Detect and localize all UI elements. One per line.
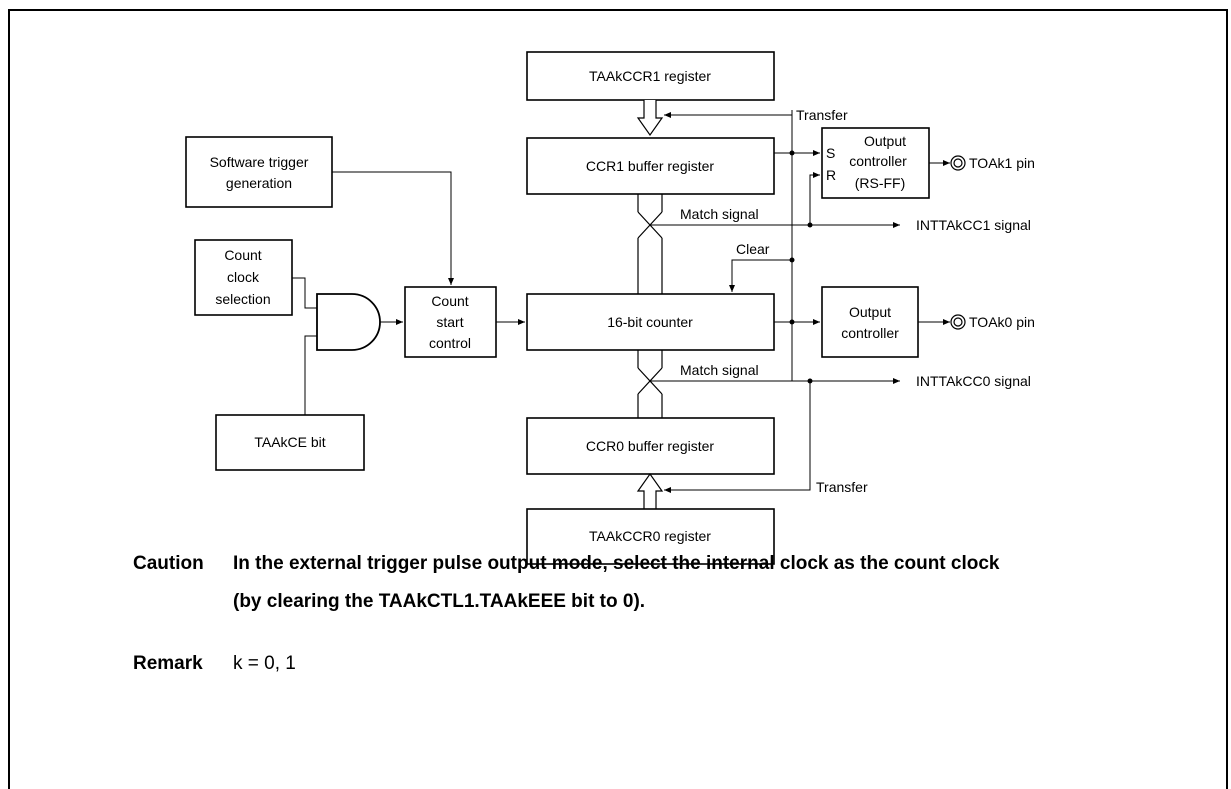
svg-text:S: S xyxy=(826,145,835,161)
svg-text:controller: controller xyxy=(841,325,899,341)
output-controller-0-block: Output controller xyxy=(821,286,919,358)
svg-text:TAAkCCR0 register: TAAkCCR0 register xyxy=(589,528,711,544)
toak1-pin-label: TOAk1 pin xyxy=(969,155,1035,171)
svg-text:controller: controller xyxy=(849,153,907,169)
svg-text:generation: generation xyxy=(226,175,292,191)
svg-text:(RS-FF): (RS-FF) xyxy=(855,175,906,191)
output-controller-rsff-block: Output controller (RS-FF) S R xyxy=(821,127,930,199)
count-clock-selection-block: Count clock selection xyxy=(194,239,293,316)
svg-text:R: R xyxy=(826,167,836,183)
toak1-pin-icon xyxy=(950,155,966,171)
counter-16bit-block: 16-bit counter xyxy=(526,293,775,351)
transfer-bottom-label: Transfer xyxy=(816,479,868,495)
taakccr1-register-block: TAAkCCR1 register xyxy=(526,51,775,101)
svg-text:CCR1 buffer register: CCR1 buffer register xyxy=(586,158,714,174)
transfer-arrow-top xyxy=(636,100,664,137)
svg-text:CCR0 buffer register: CCR0 buffer register xyxy=(586,438,714,454)
toak0-pin-label: TOAk0 pin xyxy=(969,314,1035,330)
svg-text:Output: Output xyxy=(864,133,906,149)
svg-text:Count: Count xyxy=(224,247,261,263)
svg-text:TAAkCE bit: TAAkCE bit xyxy=(254,434,325,450)
match-signal-top-label: Match signal xyxy=(680,206,759,222)
remark-label: Remark xyxy=(133,653,203,674)
transfer-arrow-bottom xyxy=(636,472,664,509)
taakccr0-register-block: TAAkCCR0 register xyxy=(526,508,775,565)
inttakcc0-label: INTTAkCC0 signal xyxy=(916,373,1031,389)
and-gate xyxy=(316,293,381,351)
software-trigger-block: Software trigger generation xyxy=(185,136,333,208)
toak0-pin-icon xyxy=(950,314,966,330)
software-trigger-line xyxy=(332,171,454,285)
svg-text:TAAkCCR1 register: TAAkCCR1 register xyxy=(589,68,711,84)
clear-label: Clear xyxy=(736,241,770,257)
inttakcc1-label: INTTAkCC1 signal xyxy=(916,217,1031,233)
remark-text: k = 0, 1 xyxy=(233,653,296,674)
reset-line xyxy=(809,172,820,225)
svg-text:Count: Count xyxy=(431,293,468,309)
count-start-control-block: Count start control xyxy=(404,286,497,358)
ce-to-and-line xyxy=(304,335,317,415)
svg-text:16-bit counter: 16-bit counter xyxy=(607,314,693,330)
svg-text:clock: clock xyxy=(227,269,260,285)
caution-text-line2: (by clearing the TAAkCTL1.TAAkEEE bit to… xyxy=(233,591,646,612)
ccr1-buffer-register-block: CCR1 buffer register xyxy=(526,137,775,195)
svg-text:control: control xyxy=(429,335,471,351)
transfer-top-label: Transfer xyxy=(796,107,848,123)
comparator-bottom xyxy=(637,350,663,418)
clock-to-and-line xyxy=(292,277,317,309)
taakce-bit-block: TAAkCE bit xyxy=(215,414,365,471)
match-signal-bottom-label: Match signal xyxy=(680,362,759,378)
clear-line xyxy=(729,259,792,292)
caution-text-line1: In the external trigger pulse output mod… xyxy=(233,553,1000,574)
transfer-line-bottom xyxy=(664,381,811,493)
svg-text:Output: Output xyxy=(849,304,891,320)
comparator-top xyxy=(637,194,663,294)
ccr0-buffer-register-block: CCR0 buffer register xyxy=(526,417,775,475)
svg-text:start: start xyxy=(436,314,463,330)
caution-label: Caution xyxy=(133,553,204,574)
svg-text:selection: selection xyxy=(215,291,270,307)
figure-frame xyxy=(8,9,1228,789)
svg-text:Software trigger: Software trigger xyxy=(210,154,309,170)
